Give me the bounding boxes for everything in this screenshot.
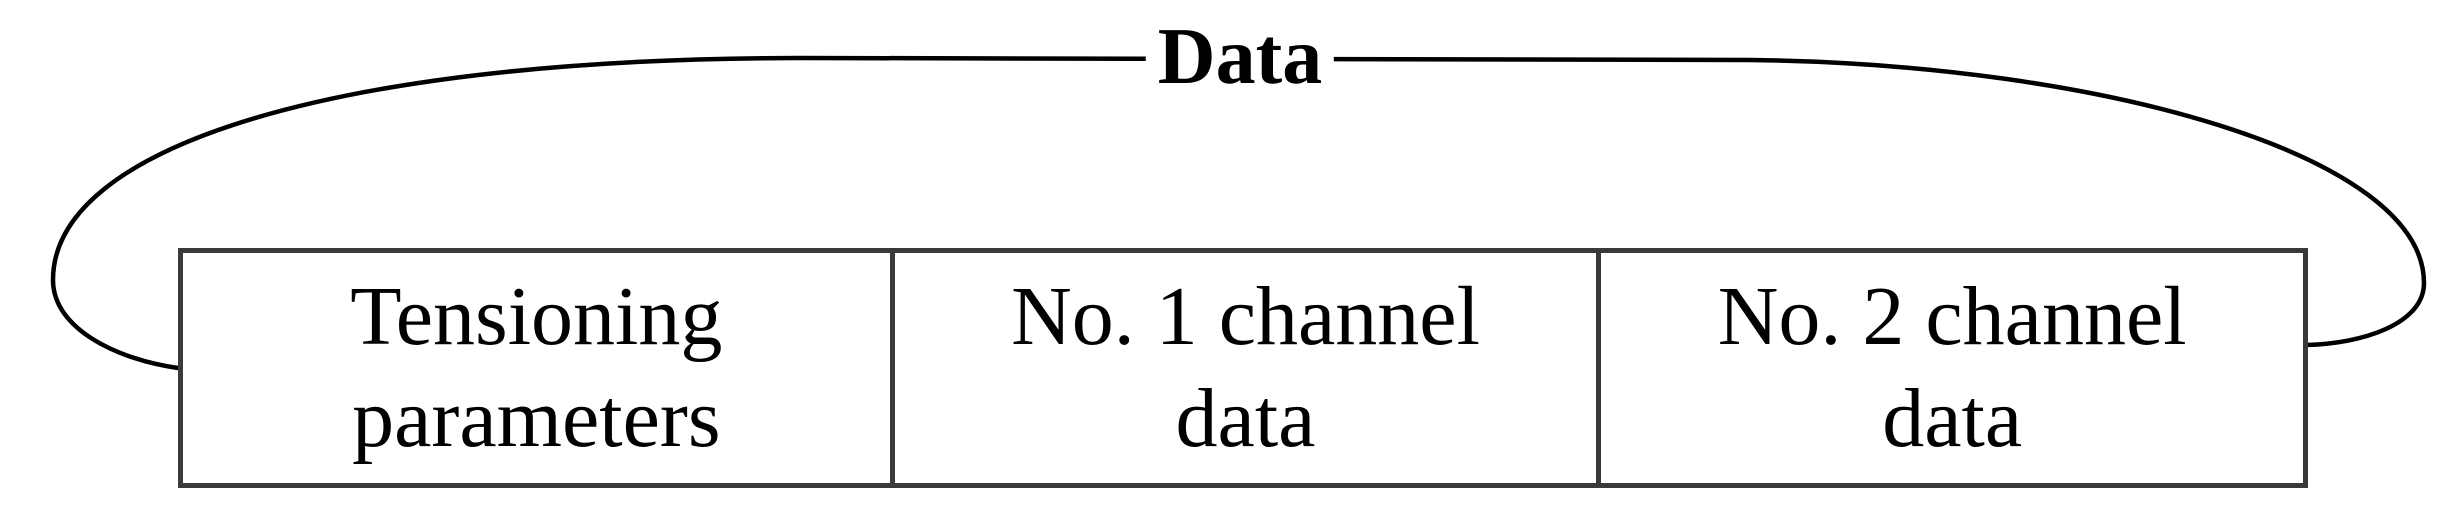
cell-tensioning-parameters: Tensioning parameters [350, 270, 723, 465]
figure-title-data: Data [1145, 13, 1335, 101]
data-frame-table: Tensioning parameters No. 1 channel data… [178, 248, 2308, 488]
cell-channel2-data: No. 2 channel data [1596, 253, 2303, 483]
cell-channel1-data: No. 1 channel data [889, 253, 1597, 483]
